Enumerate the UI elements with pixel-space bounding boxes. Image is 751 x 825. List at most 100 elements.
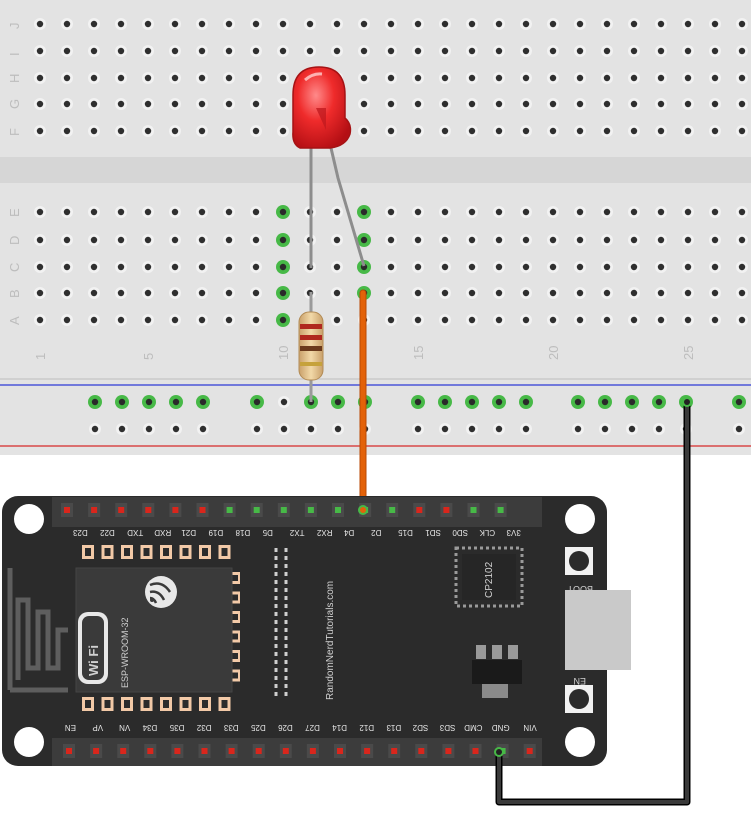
boot-button[interactable]: BOOT — [565, 547, 593, 594]
bottom-pin-label: CMD — [464, 723, 482, 732]
hole-center — [735, 398, 743, 406]
hole-center — [387, 289, 395, 297]
wire-black-ground[interactable] — [495, 398, 691, 806]
pin-pad[interactable] — [93, 748, 100, 754]
bottom-pin-label: D33 — [223, 723, 238, 732]
hole-center — [63, 316, 71, 324]
pin-pad[interactable] — [201, 748, 208, 754]
top-pin-label: D22 — [100, 528, 115, 537]
pin-pad[interactable] — [255, 748, 262, 754]
hole-center — [657, 289, 665, 297]
pin-pad[interactable] — [443, 507, 450, 513]
pin-pad[interactable] — [147, 748, 154, 754]
pin-pad[interactable] — [416, 507, 423, 513]
pin-pad[interactable] — [472, 748, 479, 754]
hole-center — [387, 208, 395, 216]
hole-center — [576, 236, 584, 244]
resistor-band-3 — [300, 346, 322, 351]
top-pin-label: D15 — [398, 528, 413, 537]
usb-connector[interactable] — [565, 590, 631, 670]
top-pin-label: D21 — [181, 528, 196, 537]
hole-center — [414, 398, 422, 406]
hole-center — [574, 425, 582, 433]
hole-center — [495, 263, 503, 271]
pin-pad[interactable] — [253, 507, 260, 513]
module-pin-hole — [124, 700, 130, 708]
pin-pad[interactable] — [391, 748, 398, 754]
pin-pad[interactable] — [445, 748, 452, 754]
pin-pad[interactable] — [282, 748, 289, 754]
top-pin-label: 3V3 — [506, 528, 521, 537]
pin-pad[interactable] — [389, 507, 396, 513]
hole-center — [225, 100, 233, 108]
pin-pad[interactable] — [64, 507, 70, 513]
hole-center — [495, 20, 503, 28]
module-pin-hole — [232, 633, 238, 640]
pin-pad[interactable] — [66, 748, 72, 754]
pin-pad[interactable] — [470, 507, 477, 513]
hole-center — [199, 398, 207, 406]
hole-center — [522, 289, 530, 297]
hole-center — [738, 74, 746, 82]
pin-pad[interactable] — [526, 748, 533, 754]
hole-center — [603, 316, 611, 324]
en-button[interactable]: EN — [565, 676, 593, 713]
hole-center — [549, 100, 557, 108]
hole-center — [738, 289, 746, 297]
hole-center — [522, 127, 530, 135]
pin-pad[interactable] — [226, 507, 233, 513]
pin-pad[interactable] — [307, 507, 314, 513]
hole-center — [603, 127, 611, 135]
pin-pad[interactable] — [337, 748, 343, 754]
hole-center — [684, 289, 692, 297]
hole-center — [414, 74, 422, 82]
top-pin-label: RXD — [154, 528, 171, 537]
hole-center — [738, 208, 746, 216]
top-pin-label: D5 — [262, 528, 273, 537]
hole-center — [468, 208, 476, 216]
hole-center — [630, 74, 638, 82]
hole-center — [495, 208, 503, 216]
pin-pad[interactable] — [228, 748, 235, 754]
pin-pad[interactable] — [91, 507, 98, 513]
hole-center — [252, 236, 260, 244]
pin-pad[interactable] — [118, 507, 125, 513]
hole-center — [522, 74, 530, 82]
hole-center — [90, 20, 98, 28]
pin-pad[interactable] — [120, 748, 127, 754]
pin-pad[interactable] — [418, 748, 425, 754]
hole-center — [144, 47, 152, 55]
hole-center — [252, 127, 260, 135]
pin-pad[interactable] — [364, 748, 371, 754]
red-led[interactable] — [292, 66, 366, 268]
pin-pad[interactable] — [309, 748, 316, 754]
pin-pad[interactable] — [335, 507, 341, 513]
pin-pad[interactable] — [172, 507, 179, 513]
pin-pad[interactable] — [497, 507, 504, 513]
hole-center — [171, 127, 179, 135]
module-pin-hole — [221, 700, 228, 708]
hole-center — [630, 289, 638, 297]
pin-pad[interactable] — [199, 507, 206, 513]
resistor[interactable] — [298, 292, 324, 402]
hole-center — [468, 425, 476, 433]
bottom-pin-label: D27 — [305, 723, 320, 732]
hole-center — [90, 47, 98, 55]
hole-center — [333, 208, 341, 216]
pin-pad[interactable] — [280, 507, 287, 513]
hole-center — [601, 425, 609, 433]
hole-center — [576, 100, 584, 108]
espressif-logo-icon — [145, 576, 177, 608]
hole-center — [576, 20, 584, 28]
hole-center — [63, 236, 71, 244]
hole-center — [90, 289, 98, 297]
hole-center — [360, 127, 368, 135]
hole-center — [225, 289, 233, 297]
pin-pad[interactable] — [174, 748, 181, 754]
hole-center — [522, 20, 530, 28]
hole-center — [738, 20, 746, 28]
hole-center — [171, 263, 179, 271]
pin-pad[interactable] — [145, 507, 152, 513]
bottom-pin-label: D12 — [359, 723, 374, 732]
